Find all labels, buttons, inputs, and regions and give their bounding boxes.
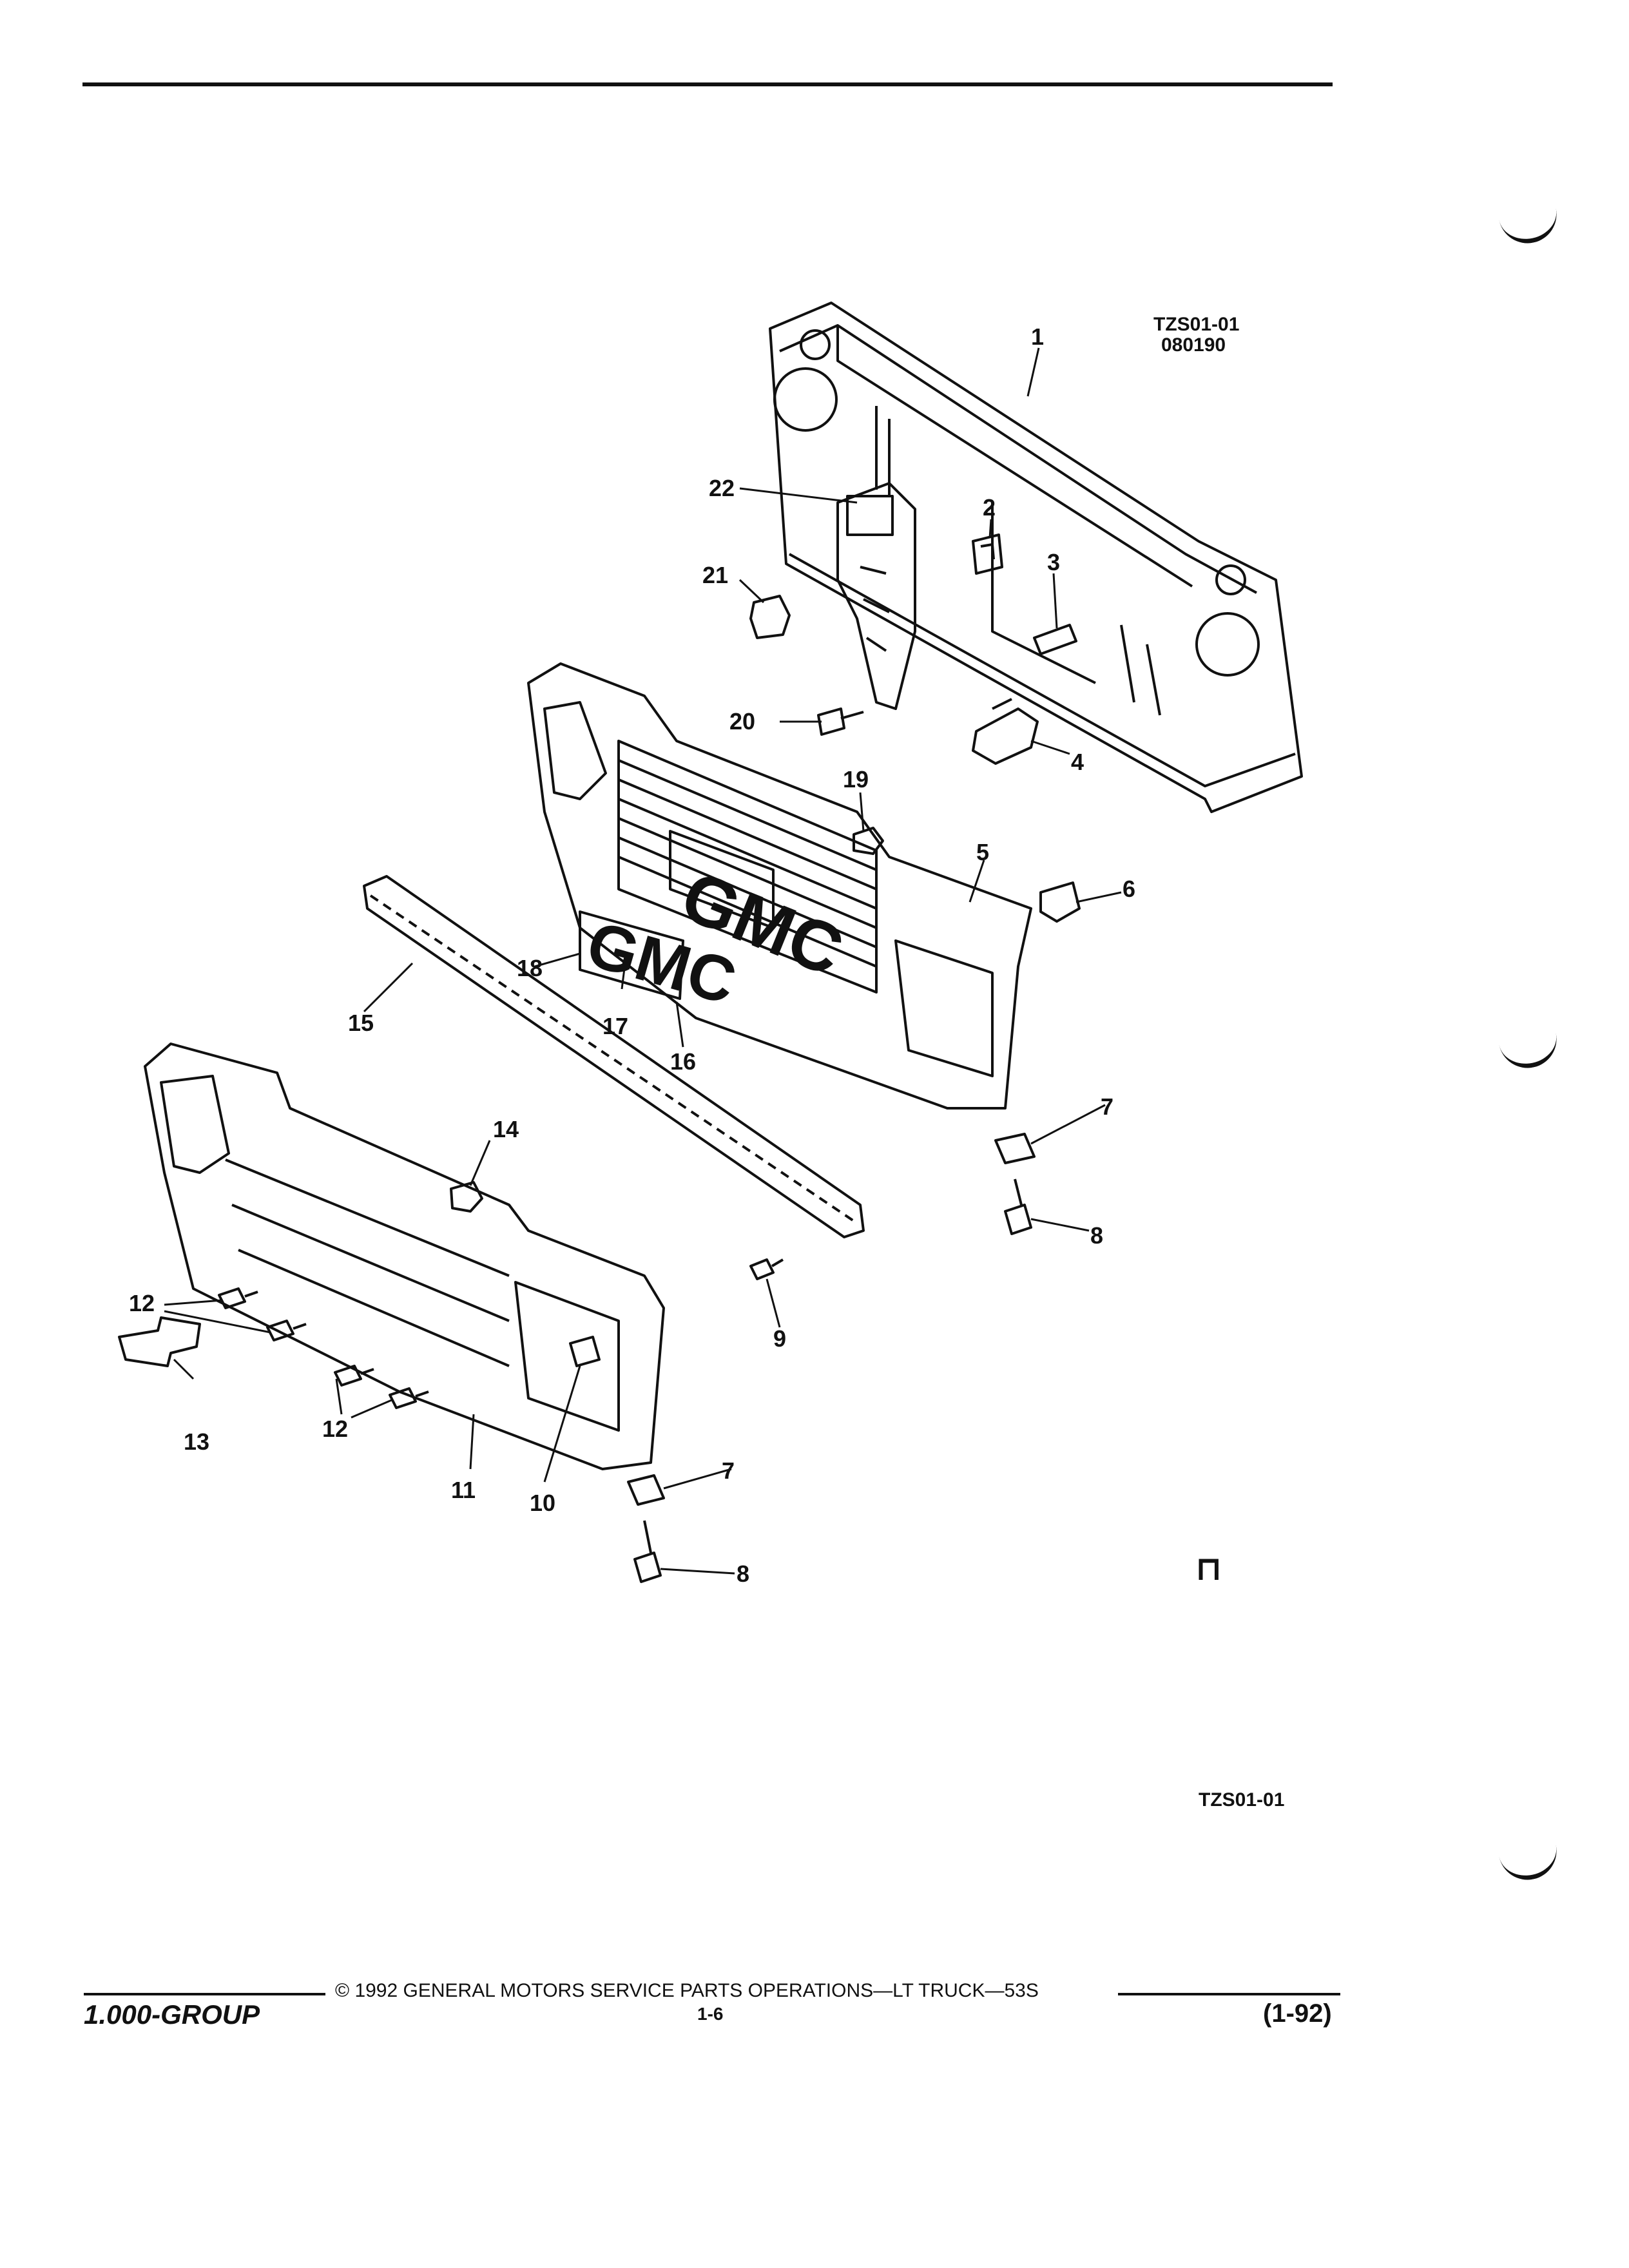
screws-part-12	[218, 1287, 429, 1409]
callout-16: 16	[670, 1048, 696, 1075]
bolt-part-20	[817, 707, 864, 736]
clip-part-7-upper	[994, 1133, 1036, 1164]
hood-latch-support	[836, 482, 916, 710]
callout-15: 15	[348, 1010, 374, 1036]
callout-19: 19	[843, 766, 869, 793]
callout-7-lower: 7	[722, 1457, 735, 1484]
plug-part-6	[1039, 881, 1081, 923]
radiator-support	[769, 302, 1303, 813]
retainer-part-10	[569, 1336, 601, 1367]
footer-group: 1.000-GROUP	[84, 1999, 260, 2030]
callout-5: 5	[976, 839, 989, 865]
screw-part-8-upper	[1004, 1178, 1032, 1235]
footer-rule-right	[1118, 1993, 1340, 1995]
clip-part-2	[972, 533, 1003, 575]
bumper-part-3	[1033, 624, 1077, 655]
drawing-code-date: 080190	[1161, 334, 1226, 356]
callout-11: 11	[451, 1477, 476, 1503]
footer-page-number: 1-6	[697, 2004, 724, 2024]
callout-8-lower: 8	[737, 1561, 749, 1587]
callout-7-upper: 7	[1101, 1093, 1113, 1120]
callout-8-upper: 8	[1090, 1222, 1103, 1249]
leader-lines	[164, 347, 1122, 1575]
callout-13: 13	[184, 1428, 209, 1455]
callout-4: 4	[1071, 749, 1084, 775]
callout-9: 9	[773, 1325, 786, 1352]
top-rule	[82, 82, 1333, 86]
footer-rule-left	[84, 1993, 325, 1995]
callout-18: 18	[517, 955, 543, 981]
callout-6: 6	[1123, 876, 1135, 902]
callout-1: 1	[1031, 323, 1044, 350]
clip-part-7-lower	[627, 1474, 665, 1506]
gmc-emblem	[579, 910, 684, 1000]
service-logo-icon: ⊓	[1195, 1550, 1222, 1588]
lower-grille	[144, 1043, 665, 1470]
hood-latch-part-4	[972, 698, 1039, 765]
bolt-part-9	[749, 1258, 784, 1280]
screw-part-8-lower	[633, 1520, 662, 1583]
callout-10: 10	[530, 1490, 555, 1516]
nut-part-19	[853, 827, 884, 855]
nut-part-14	[450, 1181, 483, 1213]
drawing-code-id: TZS01-01	[1153, 314, 1240, 335]
callout-20: 20	[729, 708, 755, 735]
bottom-drawing-code: TZS01-01	[1199, 1789, 1285, 1811]
bowtie-emblem	[118, 1316, 201, 1367]
callout-14: 14	[493, 1116, 519, 1142]
nut-part-21	[749, 595, 791, 639]
callout-12-lower: 12	[322, 1416, 348, 1442]
upper-grille	[527, 662, 1032, 1110]
drawing-code: TZS01-01 080190	[1153, 314, 1239, 356]
footer-date: (1-92)	[1263, 1999, 1332, 2028]
footer-copyright: © 1992 GENERAL MOTORS SERVICE PARTS OPER…	[335, 1980, 1039, 2001]
callout-17: 17	[602, 1013, 628, 1039]
callout-3: 3	[1047, 549, 1060, 575]
grille-support-bar	[363, 875, 865, 1238]
callout-2: 2	[983, 494, 996, 521]
callout-22: 22	[709, 475, 735, 501]
callout-12-upper: 12	[129, 1290, 155, 1316]
callout-21: 21	[702, 562, 728, 588]
